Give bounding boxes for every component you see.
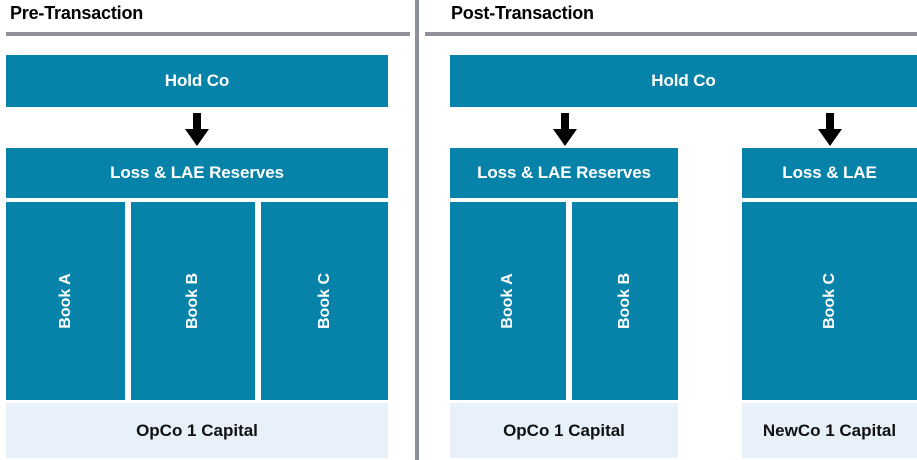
post-opco1-book-a[interactable]: Book A — [450, 202, 566, 400]
pre-arrow-holdco-to-opco1 — [184, 113, 210, 147]
panel-divider-vertical — [415, 0, 419, 460]
pre-opco1-reserves-header[interactable]: Loss & LAE Reserves — [6, 148, 388, 198]
pre-holdco-box[interactable]: Hold Co — [6, 55, 388, 107]
panel-title-pre-transaction: Pre-Transaction — [10, 3, 144, 23]
post-newco1-capital-label: NewCo 1 Capital — [762, 420, 897, 440]
post-opco1-book-a-label: Book A — [499, 273, 516, 329]
pre-opco1-capital-box[interactable]: OpCo 1 Capital — [6, 403, 388, 458]
header-rule-right — [425, 32, 917, 36]
post-opco1-book-b[interactable]: Book B — [572, 202, 678, 400]
pre-opco1-book-c[interactable]: Book C — [261, 202, 388, 400]
post-newco1-capital-box[interactable]: NewCo 1 Capital — [742, 403, 917, 458]
post-holdco-label: Hold Co — [651, 71, 716, 90]
header-rule-left — [6, 32, 410, 36]
post-opco1-reserves-header[interactable]: Loss & LAE Reserves — [450, 148, 678, 198]
pre-opco1-reserves-label: Loss & LAE Reserves — [110, 163, 284, 182]
post-newco1-book-c-label: Book C — [820, 273, 838, 329]
post-arrow-holdco-to-newco1 — [817, 113, 843, 147]
pre-opco1-book-c-label: Book C — [315, 273, 333, 329]
pre-holdco-label: Hold Co — [164, 71, 230, 90]
post-opco1-capital-label: OpCo 1 Capital — [503, 420, 625, 440]
pre-opco1-book-b-label: Book B — [184, 273, 201, 329]
pre-opco1-book-a[interactable]: Book A — [6, 202, 125, 400]
pre-opco1-book-a-label: Book A — [56, 273, 74, 329]
post-opco1-book-b-label: Book B — [616, 273, 633, 329]
post-newco1-reserves-header[interactable]: Loss & LAE — [742, 148, 917, 198]
post-arrow-holdco-to-opco1 — [552, 113, 578, 147]
pre-opco1-capital-label: OpCo 1 Capital — [136, 420, 258, 440]
post-opco1-capital-box[interactable]: OpCo 1 Capital — [450, 403, 678, 458]
pre-opco1-book-b[interactable]: Book B — [131, 202, 255, 400]
panel-title-post-transaction: Post-Transaction — [451, 3, 594, 23]
post-opco1-reserves-label: Loss & LAE Reserves — [477, 163, 651, 182]
post-newco1-book-c[interactable]: Book C — [742, 202, 917, 400]
post-newco1-reserves-label: Loss & LAE — [782, 163, 877, 182]
post-holdco-box[interactable]: Hold Co — [450, 55, 917, 107]
